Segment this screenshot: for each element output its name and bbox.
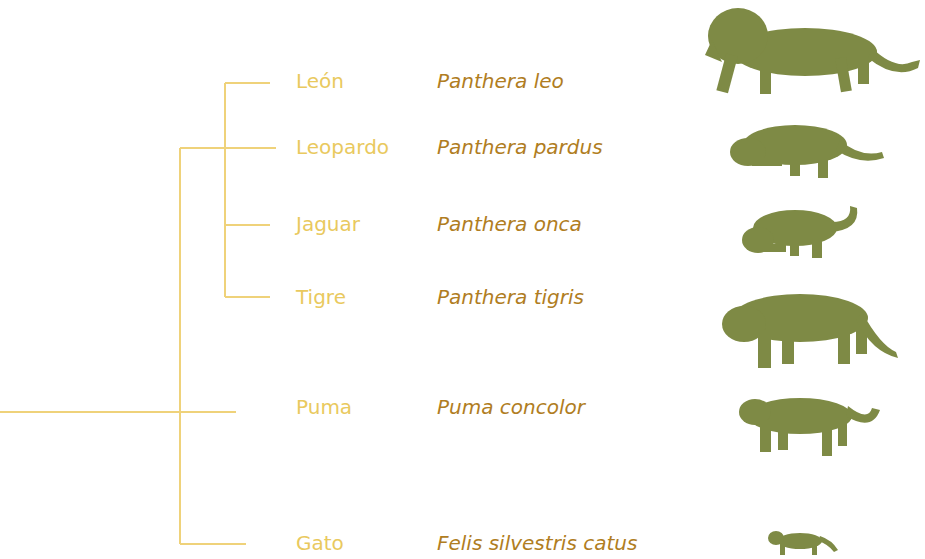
leopard-silhouette [730, 125, 884, 178]
scientific-name: Puma concolor [437, 394, 585, 420]
common-name: Gato [296, 530, 344, 556]
scientific-name: Panthera leo [437, 68, 564, 94]
common-name: Tigre [296, 284, 346, 310]
lion-silhouette [705, 8, 920, 94]
silhouettes [705, 8, 920, 555]
scientific-name: Panthera onca [437, 211, 582, 237]
puma-silhouette [739, 398, 880, 456]
scientific-name: Panthera pardus [437, 134, 603, 160]
common-name: Leopardo [296, 134, 389, 160]
jaguar-silhouette [742, 206, 857, 258]
cat-silhouette [768, 531, 838, 555]
scientific-name: Felis silvestris catus [437, 530, 637, 556]
common-name: León [296, 68, 344, 94]
common-name: Jaguar [296, 211, 360, 237]
common-name: Puma [296, 394, 352, 420]
tree-lines [0, 83, 276, 544]
tiger-silhouette [722, 294, 898, 368]
scientific-name: Panthera tigris [437, 284, 584, 310]
